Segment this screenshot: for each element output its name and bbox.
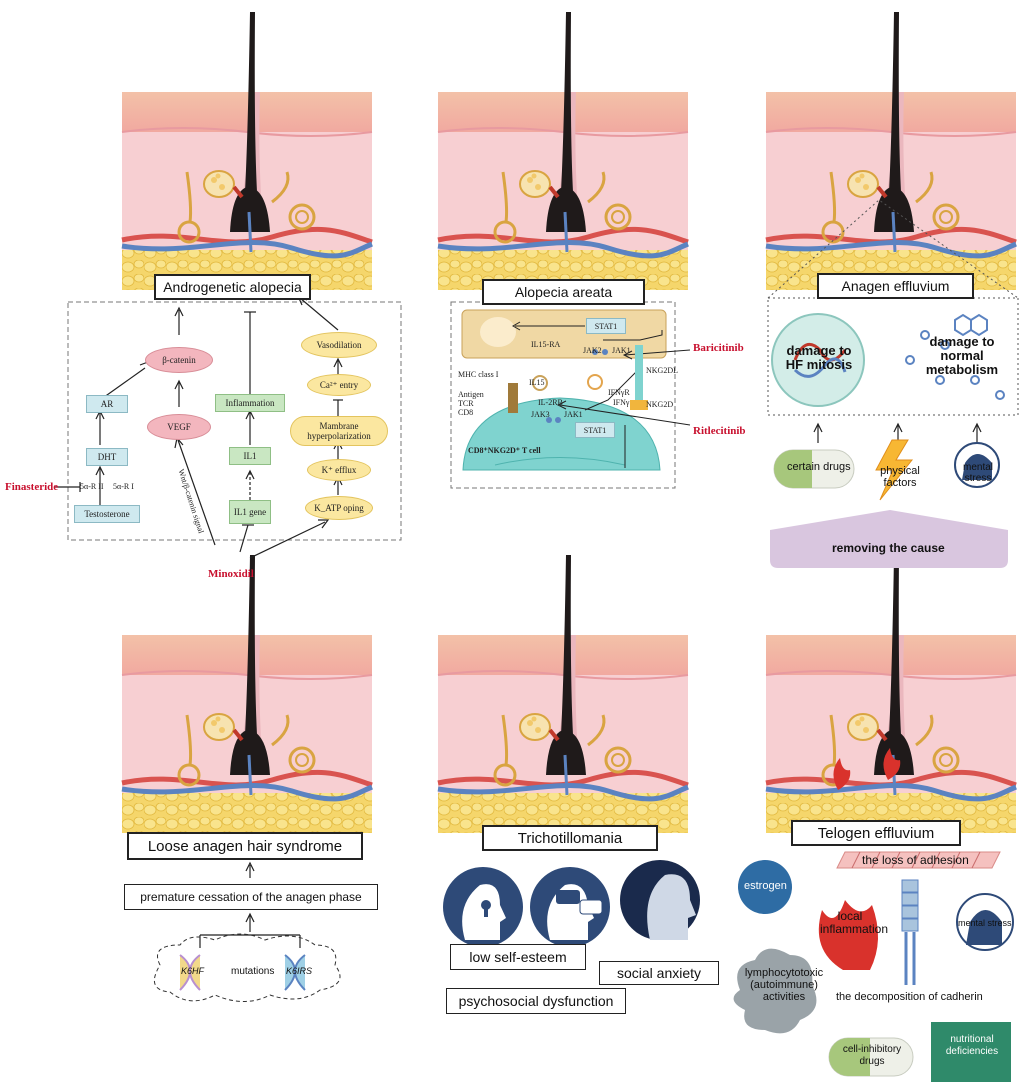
label-stat1-bottom: STAT1	[575, 422, 615, 438]
node-beta-catenin: β-catenin	[145, 347, 213, 373]
panel-title-androgenetic: Androgenetic alopecia	[154, 274, 311, 300]
label-cadherin: the decomposition of cadherin	[836, 991, 983, 1003]
label-cell-inhibitory: cell-inhibitory drugs	[842, 1044, 902, 1067]
label-jak2: JAK2	[583, 346, 602, 355]
cause-drugs: certain drugs	[787, 461, 851, 473]
node-ar: AR	[86, 395, 128, 413]
cause-physical: physical factors	[880, 465, 920, 489]
label-hf-mitosis: damage to HF mitosis	[785, 343, 853, 372]
panel-title-anagen: Anagen effluvium	[817, 273, 974, 299]
label-jak3: JAK3	[531, 410, 550, 419]
label-nkg2d: NKG2D	[646, 400, 674, 409]
step-premature: premature cessation of the anagen phase	[124, 884, 378, 910]
gene-k6hf: K6HF	[181, 966, 205, 976]
node-vasodilation: Vasodilation	[301, 332, 377, 358]
drug-ritlecitinib: Ritlecitinib	[693, 425, 746, 437]
node-testosterone: Testosterone	[74, 505, 140, 523]
label-jak1-bottom: JAK1	[564, 410, 583, 419]
label-tcell: CD8⁺NKG2D⁺ T cell	[468, 446, 541, 455]
label-nkg2dl: NKG2DL	[646, 366, 678, 375]
label-il15ra: IL15-RA	[531, 340, 561, 349]
label-5ar1: 5α-R I	[113, 482, 134, 491]
panel-title-loose: Loose anagen hair syndrome	[127, 832, 363, 860]
panel-title-telogen: Telogen effluvium	[791, 820, 961, 846]
label-cd8: CD8	[458, 408, 474, 417]
label-5ar2: 5α-R II	[80, 482, 104, 491]
node-dht: DHT	[86, 448, 128, 466]
node-membrane: Mambrane hyperpolarization	[290, 416, 388, 446]
node-vegf: VEGF	[147, 414, 211, 440]
label-mhc: MHC class I	[458, 370, 499, 379]
node-il1: IL1	[229, 447, 271, 465]
effect-social-anxiety: social anxiety	[599, 961, 719, 985]
effect-self-esteem: low self-esteem	[450, 944, 586, 970]
drug-baricitinib: Baricitinib	[693, 342, 744, 354]
label-il2rb: IL-2RB	[538, 398, 563, 407]
node-ca-entry: Ca²⁺ entry	[307, 374, 371, 396]
effect-psychosocial: psychosocial dysfunction	[446, 988, 626, 1014]
panel-title-areata: Alopecia areata	[482, 279, 645, 305]
label-mutations: mutations	[231, 966, 275, 977]
label-local-inflammation: local inflammation	[820, 909, 889, 936]
drug-finasteride: Finasteride	[5, 481, 59, 493]
label-il15: IL15	[529, 378, 545, 387]
label-antigen: Antigen	[458, 390, 484, 399]
node-katp: K_ATP oping	[305, 496, 373, 520]
label-ifng: IFNγ	[613, 398, 630, 407]
node-il1-gene: IL1 gene	[229, 500, 271, 524]
label-adhesion: the loss of adhesion	[862, 853, 969, 867]
label-remedy: removing the cause	[832, 541, 945, 555]
panel-title-tricho: Trichotillomania	[482, 825, 658, 851]
label-ifngr: IFNγR	[608, 388, 630, 397]
label-stat1-top: STAT1	[586, 318, 626, 334]
label-metabolism: damage to normal metabolism	[925, 334, 999, 377]
gene-k6irs: K6IRS	[286, 966, 313, 976]
node-inflammation: Inflammation	[215, 394, 285, 412]
drug-minoxidil: Minoxidil	[208, 568, 254, 580]
label-tcr: TCR	[458, 399, 474, 408]
label-jak1-top: JAK1	[612, 346, 631, 355]
node-k-efflux: K⁺ efflux	[307, 459, 371, 481]
label-nutrition: nutritional deficiencies	[945, 1034, 999, 1057]
cause-stress: mental stress	[962, 462, 993, 484]
label-telogen-stress: mental stress	[958, 918, 1012, 928]
label-estrogen: estrogen	[744, 880, 787, 892]
label-lympho: lymphocytotoxic (autoimmune) activities	[744, 967, 824, 1003]
